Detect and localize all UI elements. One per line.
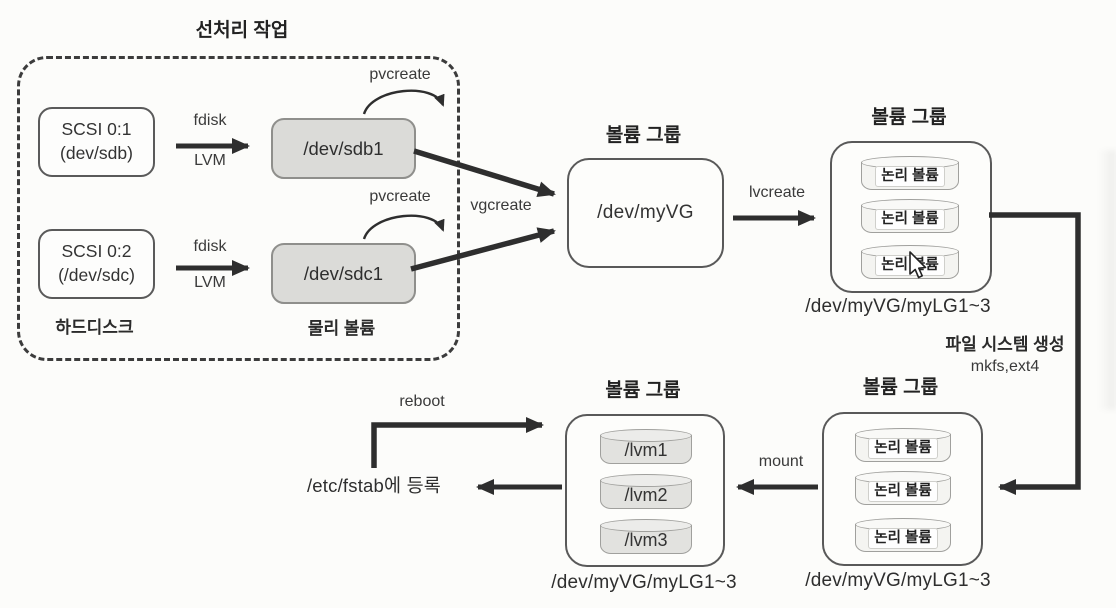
lvcreate-label: lvcreate	[748, 184, 806, 201]
lvm-mount-label: /lvm1	[624, 439, 668, 460]
lv-group-top-caption: /dev/myVG/myLG1~3	[805, 296, 991, 317]
lv-label: 논리 볼륨	[875, 208, 945, 231]
pv-node-sdc1: /dev/sdc1	[271, 243, 416, 304]
lv-label: 논리 볼륨	[875, 165, 945, 188]
lv-label: 논리 볼륨	[868, 480, 938, 503]
pv-node-sdb1: /dev/sdb1	[271, 118, 416, 179]
disk-sdc-dev: (/dev/sdc)	[58, 265, 135, 285]
mounted-group-title: 볼륨 그룹	[605, 379, 681, 401]
lv-group-right-caption: /dev/myVG/myLG1~3	[805, 570, 991, 591]
mounted-group-caption: /dev/myVG/myLG1~3	[551, 572, 737, 593]
lv-group-right-box: 논리 볼륨 논리 볼륨 논리 볼륨	[822, 412, 983, 566]
preprocess-title: 선처리 작업	[195, 19, 289, 41]
lvm-cylinder: /lvm2	[600, 474, 692, 509]
arrow-reboot	[371, 417, 544, 468]
mouse-cursor-icon	[909, 251, 927, 279]
disk-sdb-id: SCSI 0:1	[61, 119, 132, 140]
disk-node-sdb: SCSI 0:1 (dev/sdb)	[38, 107, 155, 177]
lv-label: 논리 볼륨	[868, 527, 938, 550]
lvm-label-1: LVM	[194, 152, 226, 169]
lvm-mount-label: /lvm3	[624, 529, 668, 550]
lv-label: 논리 볼륨	[868, 437, 938, 460]
disk-sdb-dev: (dev/sdb)	[60, 143, 133, 163]
mkfs-line1: 파일 시스템 생성	[945, 335, 1065, 354]
reboot-label: reboot	[399, 393, 445, 410]
lv-group-right-title: 볼륨 그룹	[862, 376, 939, 398]
lvm-cylinder: /lvm1	[600, 429, 692, 464]
fdisk-label-2: fdisk	[193, 238, 227, 255]
lv-cylinder: 논리 볼륨	[861, 156, 959, 190]
fstab-register-label: /etc/fstab에 등록	[306, 475, 442, 496]
hard-disk-group-label: 하드디스크	[55, 317, 134, 337]
fdisk-label-1: fdisk	[193, 112, 227, 129]
preprocess-boundary	[17, 56, 460, 361]
mounted-group-box: /lvm1 /lvm2 /lvm3	[565, 414, 725, 567]
scan-artifact	[1098, 150, 1116, 410]
lvm-mount-label: /lvm2	[624, 484, 668, 505]
vg-node-myvg: /dev/myVG	[567, 158, 724, 268]
lv-cylinder: 논리 볼륨	[861, 199, 959, 233]
pvcreate-label-2: pvcreate	[369, 188, 431, 205]
mkfs-annotation: 파일 시스템 생성 mkfs,ext4	[925, 330, 1085, 376]
lv-cylinder: 논리 볼륨	[855, 471, 951, 505]
lv-cylinder: 논리 볼륨	[855, 518, 951, 552]
disk-sdc-id: SCSI 0:2	[61, 241, 132, 262]
vg-title: 볼륨 그룹	[605, 124, 682, 146]
mount-label: mount	[758, 453, 804, 470]
physical-volume-group-label: 물리 볼륨	[307, 318, 376, 338]
pvcreate-label-1: pvcreate	[369, 66, 431, 83]
lv-group-top-title: 볼륨 그룹	[871, 106, 947, 128]
disk-node-sdc: SCSI 0:2 (/dev/sdc)	[38, 229, 155, 299]
vgcreate-label: vgcreate	[470, 197, 532, 214]
lvm-cylinder: /lvm3	[600, 519, 692, 554]
lv-cylinder: 논리 볼륨	[855, 428, 951, 462]
lvm-label-2: LVM	[194, 274, 226, 291]
